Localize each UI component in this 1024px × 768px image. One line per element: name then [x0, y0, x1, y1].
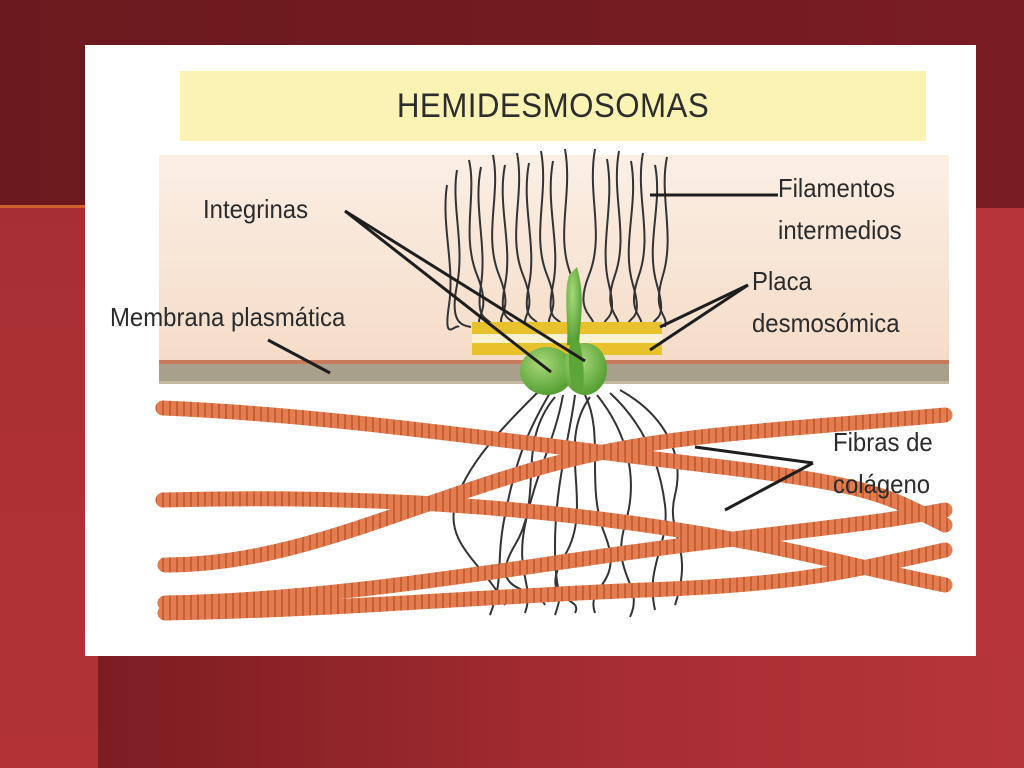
intermediate-filaments: [444, 148, 669, 331]
pointer-placa-1: [659, 283, 749, 329]
label-filamentos-line1: Filamentos: [778, 173, 895, 203]
pointer-integrinas-1: [344, 209, 552, 374]
diagram-title: HEMIDESMOSOMAS: [396, 87, 710, 125]
pointer-placa-2: [649, 283, 749, 352]
label-fibras-line1: Fibras de: [833, 427, 933, 457]
pointer-integrinas-2: [344, 209, 586, 363]
collagen-fibers: [155, 400, 953, 621]
pointer-membrana: [267, 338, 331, 375]
background-bottom-band: [98, 656, 1024, 768]
label-membrana: Membrana plasmática: [110, 302, 346, 332]
title-banner: HEMIDESMOSOMAS: [180, 71, 926, 141]
collagen-fiber: [157, 502, 953, 611]
label-placa-line2: desmosómica: [752, 308, 900, 338]
collagen-fiber: [155, 400, 953, 533]
label-integrinas: Integrinas: [203, 194, 309, 224]
background-left-strip: [0, 208, 98, 768]
label-fibras-line2: colágeno: [833, 469, 931, 499]
label-placa-line1: Placa: [752, 266, 812, 296]
collagen-fiber: [157, 542, 953, 621]
plaque-layer-outer: [472, 322, 662, 334]
slide-panel: HEMIDESMOSOMAS Integrinas Filamentos int…: [85, 45, 976, 656]
pointer-lines: [267, 193, 814, 512]
pointer-fibras-1: [694, 445, 814, 465]
hemidesmosome-diagram: [155, 148, 953, 621]
label-filamentos-line2: intermedios: [778, 215, 902, 245]
background-accent-line: [0, 205, 86, 208]
collagen-fiber: [157, 407, 953, 573]
pointer-fibras-2: [724, 461, 814, 512]
